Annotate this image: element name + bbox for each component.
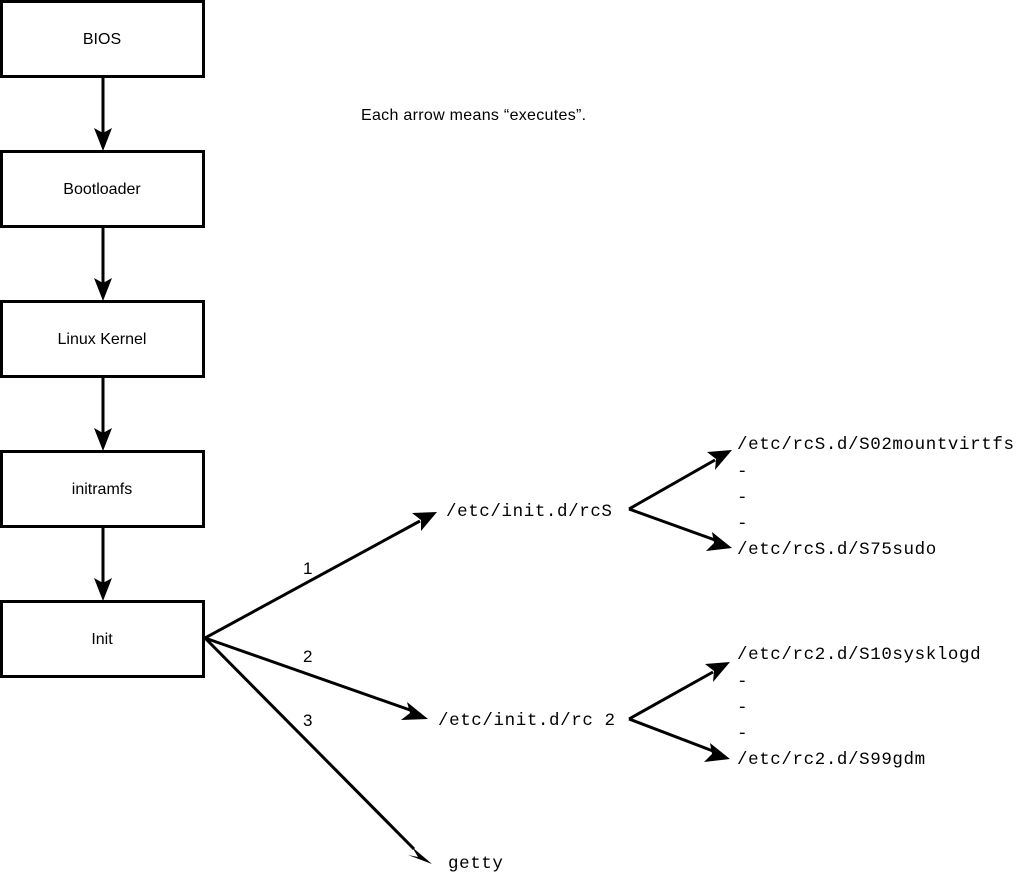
branch-label-getty[interactable]: getty <box>448 854 504 874</box>
node-box-linux-kernel[interactable] <box>0 300 205 378</box>
branch-number-3: 3 <box>303 711 312 730</box>
node-label-init: Init <box>91 631 113 648</box>
arrow-line <box>628 717 714 753</box>
arrow-head <box>94 278 112 301</box>
arrow-line <box>628 458 716 511</box>
node-label-linux-kernel: Linux Kernel <box>58 331 147 348</box>
rc2-script-last: /etc/rc2.d/S99gdm <box>737 750 926 770</box>
arrow-head <box>704 743 730 762</box>
branch-label-rc2[interactable]: /etc/init.d/rc 2 <box>438 711 616 731</box>
node-bootloader[interactable]: Bootloader <box>0 150 205 228</box>
arrow-line <box>204 519 421 640</box>
arrow-kernel-to-initramfs <box>94 377 112 451</box>
node-box-bootloader[interactable] <box>0 150 205 228</box>
rc2-ellipsis-dash-2: - <box>737 698 748 718</box>
arrow-line <box>203 636 416 851</box>
arrow-rc2-to-last-script <box>628 717 730 762</box>
arrow-init-to-getty <box>203 636 432 864</box>
branch-number-2: 2 <box>303 647 312 666</box>
branch-label-rcs[interactable]: /etc/init.d/rcS <box>446 502 613 522</box>
node-label-initramfs: initramfs <box>72 481 132 498</box>
node-box-bios[interactable] <box>0 0 205 78</box>
arrow-rc2-to-first-script <box>628 662 730 721</box>
caption-text: Each arrow means “executes”. <box>361 107 586 124</box>
rcs-script-last: /etc/rcS.d/S75sudo <box>737 540 937 560</box>
arrow-line <box>628 507 716 542</box>
arrow-line <box>204 636 411 712</box>
rcs-ellipsis-dash-2: - <box>737 488 748 508</box>
arrow-initramfs-to-init <box>94 527 112 601</box>
rcs-script-first: /etc/rcS.d/S02mountvirtfs <box>737 435 1015 455</box>
arrow-init-to-rc2 <box>204 636 428 720</box>
node-init[interactable]: Init <box>0 600 205 678</box>
arrow-bios-to-bootloader <box>94 77 112 151</box>
arrow-line <box>628 670 714 721</box>
arrow-init-to-rcs <box>204 512 437 640</box>
arrow-rcs-to-last-script <box>628 507 732 551</box>
arrow-head <box>401 702 428 720</box>
rc2-ellipsis-dash-1: - <box>737 672 748 692</box>
arrow-head <box>705 662 730 682</box>
node-bios[interactable]: BIOS <box>0 0 205 78</box>
rc2-script-first: /etc/rc2.d/S10sysklogd <box>737 645 981 665</box>
node-box-init[interactable] <box>0 600 205 678</box>
arrow-head <box>412 512 437 531</box>
arrow-head <box>94 128 112 151</box>
arrow-rcs-to-first-script <box>628 450 732 511</box>
arrow-head <box>94 428 112 451</box>
arrow-bootloader-to-kernel <box>94 227 112 301</box>
node-linux-kernel[interactable]: Linux Kernel <box>0 300 205 378</box>
branch-number-1: 1 <box>303 559 312 578</box>
node-initramfs[interactable]: initramfs <box>0 450 205 528</box>
arrow-head <box>707 450 732 470</box>
node-label-bootloader: Bootloader <box>63 181 141 198</box>
node-label-bios: BIOS <box>83 31 121 48</box>
arrow-head <box>706 532 732 551</box>
rc2-ellipsis-dash-3: - <box>737 724 748 744</box>
rcs-ellipsis-dash-3: - <box>737 514 748 534</box>
rcs-ellipsis-dash-1: - <box>737 462 748 482</box>
arrow-head <box>94 578 112 601</box>
arrow-head <box>408 847 432 864</box>
node-box-initramfs[interactable] <box>0 450 205 528</box>
